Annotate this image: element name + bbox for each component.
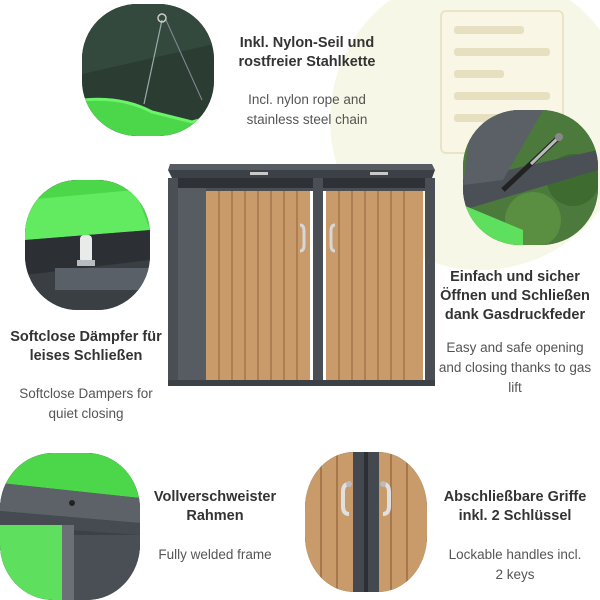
feature-rope-chain-title-de: Inkl. Nylon-Seil und rostfreier Stahlket… xyxy=(238,35,376,70)
feature-welded-frame-title-de: Vollverschweister Rahmen xyxy=(153,489,277,524)
feature-rope-chain-text-en: Incl. nylon rope and stainless steel cha… xyxy=(246,92,368,127)
detail-image-lockable-handles xyxy=(305,452,427,592)
feature-lockable-handles-title-de: Abschließbare Griffe inkl. 2 Schlüssel xyxy=(443,489,587,524)
product-bin-storage-image xyxy=(160,160,440,395)
feature-softclose-title-de: Softclose Dämpfer für leises Schließen xyxy=(10,329,162,364)
feature-softclose-text-en: Softclose Dampers for quiet closing xyxy=(19,386,153,421)
detail-image-welded-frame xyxy=(0,453,140,600)
detail-image-softclose-damper xyxy=(25,180,150,310)
feature-gas-lift-text-en: Easy and safe opening and closing thanks… xyxy=(438,340,592,395)
feature-gas-lift-title-de: Einfach und sicher Öffnen und Schließen … xyxy=(440,269,590,323)
detail-image-gas-lift xyxy=(463,110,598,245)
feature-lockable-handles-text-en: Lockable handles incl. 2 keys xyxy=(448,547,582,582)
detail-image-rope-chain xyxy=(82,4,214,136)
feature-welded-frame-text-en: Fully welded frame xyxy=(158,547,272,562)
